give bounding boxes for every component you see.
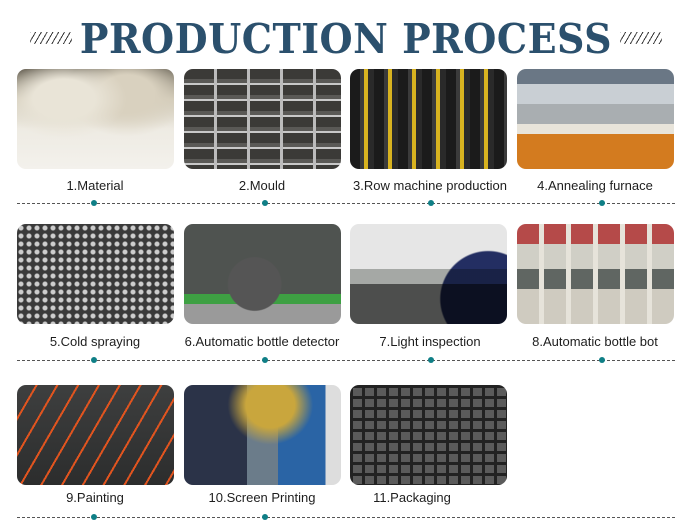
timeline-dot	[262, 357, 268, 363]
step-label: 10.Screen Printing	[208, 490, 316, 505]
step-label: 7.Light inspection	[379, 334, 481, 349]
dashed-divider	[17, 360, 675, 361]
step-label: 4.Annealing furnace	[537, 178, 653, 193]
timeline-dot	[262, 514, 268, 520]
timeline-dot	[599, 200, 605, 206]
material-sacks-photo	[17, 69, 174, 169]
step-label: 6.Automatic bottle detector	[184, 334, 340, 349]
timeline-dot	[599, 357, 605, 363]
timeline-dot	[428, 357, 434, 363]
dashed-divider	[17, 517, 675, 518]
painting-photo	[17, 385, 174, 485]
step-label: 5.Cold spraying	[49, 334, 141, 349]
hatch-decoration-left	[29, 32, 72, 44]
timeline-dot	[91, 357, 97, 363]
cold-spraying-photo	[17, 224, 174, 324]
step-label: 11.Packaging	[373, 490, 451, 505]
step-label: 2.Mould	[238, 178, 286, 193]
mould-shelves-photo	[184, 69, 341, 169]
timeline-dot	[91, 514, 97, 520]
row-machine-photo	[350, 69, 507, 169]
light-inspection-photo	[350, 224, 507, 324]
hatch-decoration-right	[620, 32, 663, 44]
timeline-dot	[428, 200, 434, 206]
page-title: PRODUCTION PROCESS	[79, 13, 613, 63]
step-label: 3.Row machine production	[353, 178, 507, 193]
dashed-divider	[17, 203, 675, 204]
timeline-dot	[262, 200, 268, 206]
step-label: 1.Material	[66, 178, 124, 193]
timeline-dot	[91, 200, 97, 206]
screen-printing-photo	[184, 385, 341, 485]
annealing-furnace-photo	[517, 69, 674, 169]
bottle-detector-photo	[184, 224, 341, 324]
step-label: 9.Painting	[66, 490, 124, 505]
step-label: 8.Automatic bottle bot	[532, 334, 658, 349]
packaging-photo	[350, 385, 507, 485]
bottle-bot-photo	[517, 224, 674, 324]
page-header: PRODUCTION PROCESS	[0, 14, 692, 62]
